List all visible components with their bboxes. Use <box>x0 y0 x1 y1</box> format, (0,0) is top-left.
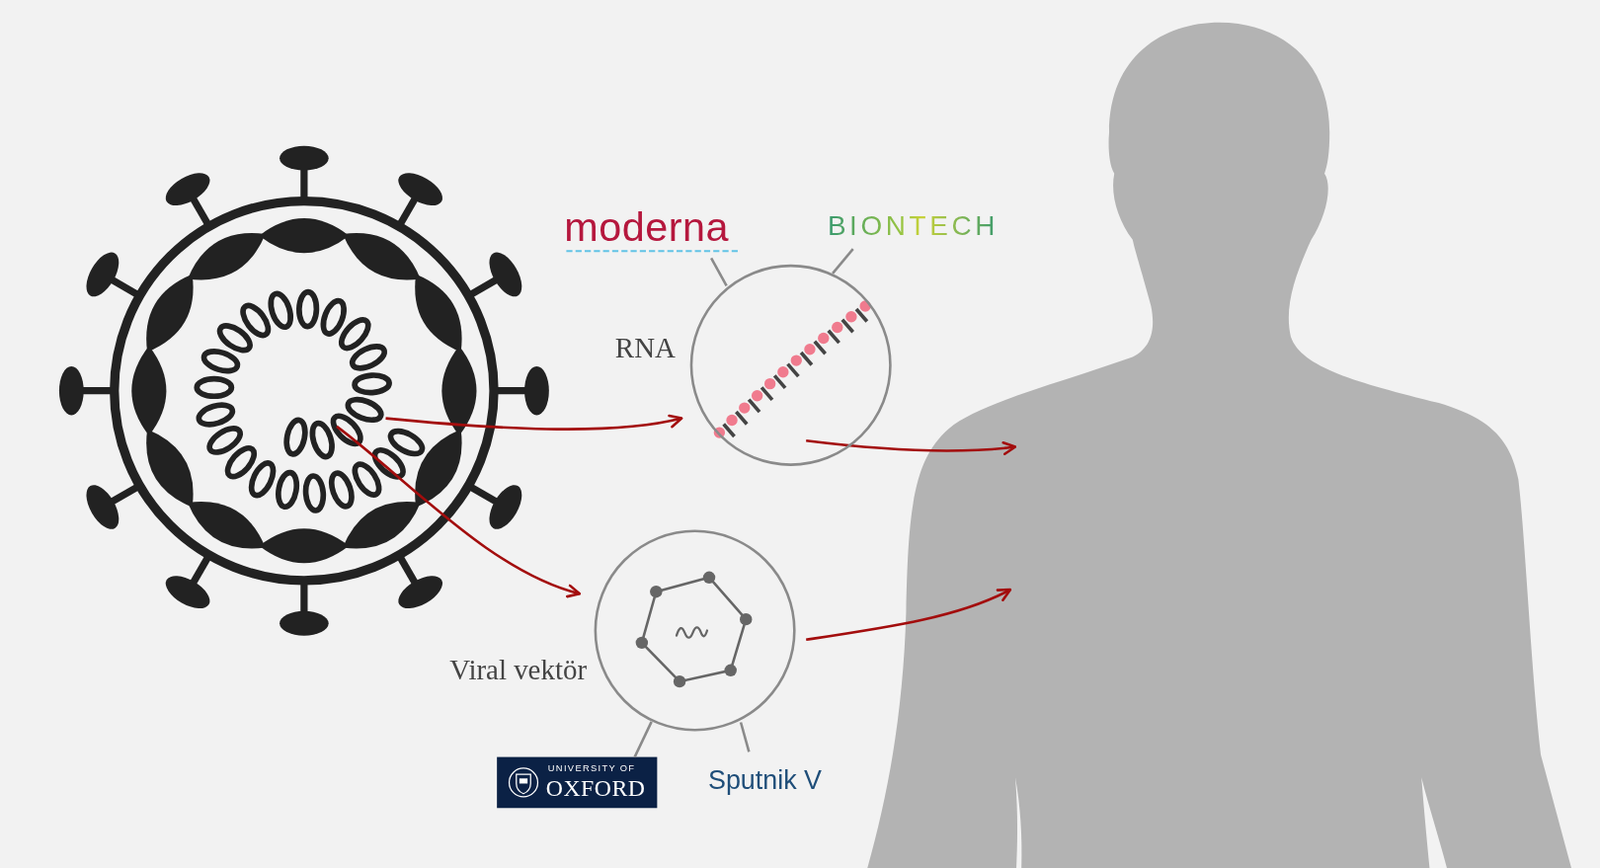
spike-cap <box>80 246 126 302</box>
rna-coil-loop <box>309 420 336 460</box>
rna-strand <box>714 300 872 438</box>
membrane-protein <box>333 219 429 295</box>
genome-squiggle <box>676 627 708 638</box>
membrane-protein <box>131 345 166 436</box>
leader-line <box>635 721 652 758</box>
nucleotide-dot <box>764 378 776 390</box>
arm-gap <box>1421 777 1447 868</box>
oxford-book <box>519 778 528 784</box>
capsid-vertex <box>636 637 648 649</box>
membrane-protein <box>178 219 274 295</box>
rna-coil-loop <box>304 475 324 511</box>
node-label: Viral vektör <box>449 655 587 685</box>
leader-line <box>711 257 726 286</box>
rna-coil-loop <box>201 347 240 375</box>
nucleotide-dot <box>777 366 789 378</box>
logo-text: OXFORD <box>546 776 646 800</box>
rna-coil-loop <box>266 291 295 330</box>
virus-envelope <box>114 201 494 581</box>
human-silhouette <box>867 22 1572 868</box>
nucleotide-dot <box>725 414 737 426</box>
spike-cap <box>482 480 529 535</box>
nucleotide-dot <box>817 332 829 344</box>
membrane-protein <box>258 528 349 563</box>
spike-cap <box>160 569 215 616</box>
circle-outline <box>691 265 890 465</box>
nucleotide-dot <box>751 390 763 401</box>
spike-cap <box>59 366 84 416</box>
rna-coil-loop <box>196 379 232 398</box>
membrane-protein <box>441 345 477 436</box>
membrane-protein <box>400 265 477 361</box>
membrane-protein <box>258 218 349 253</box>
rna-coil-loop <box>275 471 300 509</box>
logo-text: Sputnik V <box>708 766 822 794</box>
leader-line <box>832 248 854 274</box>
circle-outline <box>689 264 892 468</box>
flow-arrow <box>805 589 1011 640</box>
logo-text: moderna <box>563 206 729 247</box>
flow-arrow <box>805 440 1016 451</box>
base-tick <box>723 423 735 436</box>
flow-arrow <box>386 418 683 430</box>
leader-line <box>740 721 749 752</box>
nucleotide-dot <box>738 401 750 413</box>
circle-outline <box>595 531 795 730</box>
spike-cap <box>524 366 550 416</box>
spike-cap <box>279 611 329 637</box>
capsid-vertex <box>649 585 662 598</box>
spike-cap <box>80 480 126 535</box>
rna-coil-loop <box>238 301 273 340</box>
nucleotide-dot <box>803 343 815 355</box>
flow-arrows <box>336 418 1016 640</box>
capsid-vertex <box>739 613 752 626</box>
capsid-vertex <box>724 664 737 677</box>
capsid-vertex <box>673 675 686 688</box>
rna-coil-loop <box>283 418 308 457</box>
nucleotide-dot <box>831 321 843 333</box>
logo-text: BIONTECH <box>827 212 999 240</box>
rna-coil-loop <box>205 423 244 458</box>
capsid-hexagon <box>641 577 746 682</box>
base-tick <box>735 411 747 424</box>
logo-underline <box>565 249 741 252</box>
spike-cap <box>393 166 448 213</box>
spike-cap <box>482 246 529 302</box>
rna-circle: RNA <box>689 264 892 468</box>
oxford-shield <box>516 774 531 795</box>
spike-cap <box>393 569 448 616</box>
vector-capsid <box>636 571 753 689</box>
base-tick <box>748 400 760 412</box>
arm-gap <box>1015 777 1022 868</box>
rna-coil-loop <box>349 460 384 499</box>
node-label: RNA <box>615 333 676 363</box>
capsid-vertex <box>703 571 716 584</box>
virus-illustration <box>59 146 550 637</box>
flow-arrow <box>336 426 580 594</box>
rna-coil-loop <box>298 291 317 326</box>
nucleotide-dot <box>845 311 857 322</box>
rna-coil-loop <box>327 470 356 509</box>
logo-small-text: UNIVERSITY OF <box>548 764 637 774</box>
circle-outline <box>593 529 797 732</box>
rna-coil-loop <box>196 401 236 429</box>
oxford-crest <box>509 768 539 798</box>
membrane-protein <box>132 420 208 516</box>
membrane-protein <box>132 265 208 361</box>
rna-coil-loop <box>348 341 388 373</box>
rna-coil-loop <box>354 374 391 395</box>
nucleotide-dot <box>791 354 802 366</box>
membrane-protein <box>178 487 274 563</box>
viral-vector-circle: Viral vektör <box>593 529 797 732</box>
spike-cap <box>279 146 329 171</box>
spike-cap <box>160 166 215 213</box>
